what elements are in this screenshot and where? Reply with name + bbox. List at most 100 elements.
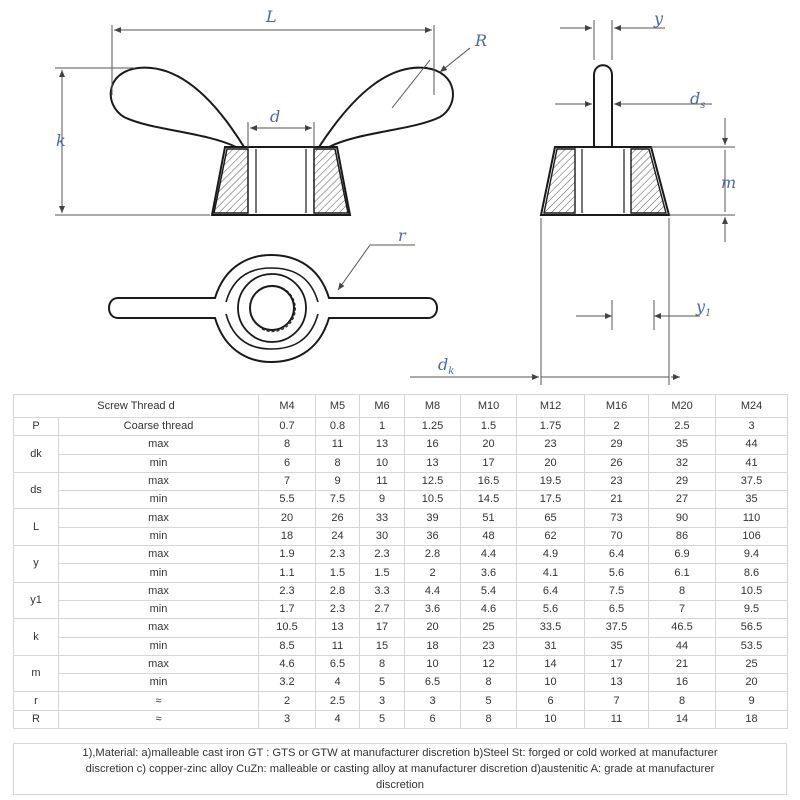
thread-hole [249,285,295,331]
row-qualifier: min [57,599,260,620]
param-name: y1 [13,581,59,620]
table-cell: 6.1 [648,563,717,583]
row-qualifier: Coarse thread [57,416,260,437]
table-cell: 5.4 [460,581,518,601]
top-inner-outline [225,267,319,350]
table-cell: 2.3 [359,545,406,565]
table-cell: 4.1 [516,563,586,583]
table-cell: 8 [460,709,518,730]
table-cell: 8.5 [258,636,317,656]
table-cell: 16 [404,435,462,455]
table-cell: 37.5 [715,471,789,492]
table-cell: 10 [516,709,586,730]
table-cell: 1.5 [460,416,518,437]
table-cell: 18 [715,709,789,730]
row-qualifier: ≈ [57,709,260,730]
param-name: k [13,618,59,656]
table-cell: 12.5 [404,471,462,492]
table-cell: 6 [258,453,317,473]
table-cell: 7 [584,691,650,711]
table-cell: 20 [516,453,586,473]
table-cell: 2 [404,563,462,583]
right-wing [318,66,454,148]
table-cell: 15 [359,636,406,656]
table-cell: 3 [258,709,317,730]
hub-circle [237,273,307,343]
table-cell: 9.4 [715,545,789,565]
dim-label-L: L [265,7,277,26]
table-cell: 8 [460,673,518,693]
table-cell: 1.9 [258,545,317,565]
table-cell: 44 [648,636,717,656]
param-name: y [13,545,59,583]
dim-label-dk: dk [438,355,454,377]
dim-label-ds-sub: s [700,100,705,111]
param-name: ds [13,471,59,510]
material-note: 1),Material: a)malleable cast iron GT : … [13,743,787,795]
top-outline [108,253,438,364]
table-cell: 21 [584,490,650,510]
table-cell: 25 [715,654,789,675]
table-cell: 17 [359,618,406,638]
table-cell: 32 [648,453,717,473]
header-size: M12 [516,394,586,418]
table-cell: 5.5 [258,490,317,510]
table-cell: 10.5 [258,618,317,638]
side-section-hatch [543,148,667,214]
side-wing-profile [593,64,613,147]
table-cell: 5.6 [584,563,650,583]
table-cell: 4.9 [516,545,586,565]
table-cell: 21 [648,654,717,675]
header-size: M24 [715,394,789,418]
table-cell: 23 [584,471,650,492]
table-cell: 11 [359,471,406,492]
table-cell: 19.5 [516,471,586,492]
table-cell: 3 [404,691,462,711]
row-qualifier: min [57,453,260,473]
table-cell: 41 [715,453,789,473]
table-cell: 7 [648,599,717,620]
table-cell: 10.5 [404,490,462,510]
table-cell: 13 [404,453,462,473]
row-qualifier: max [57,581,260,601]
table-cell: 1.75 [516,416,586,437]
top-dimensions [337,244,700,330]
table-cell: 31 [516,636,586,656]
table-cell: 10.5 [715,581,789,601]
table-cell: 8 [315,453,361,473]
table-cell: 90 [648,508,717,528]
table-cell: 8 [359,654,406,675]
note-line: 1),Material: a)malleable cast iron GT : … [82,747,718,759]
table-cell: 4 [315,709,361,730]
table-cell: 1.7 [258,599,317,620]
table-cell: 46.5 [648,618,717,638]
table-cell: 3 [715,416,789,437]
table-cell: 20 [460,435,518,455]
table-cell: 8 [648,581,717,601]
param-name: R [13,709,59,730]
table-cell: 7 [258,471,317,492]
table-cell: 4.6 [258,654,317,675]
header-size: M6 [359,394,406,418]
table-cell: 20 [715,673,789,693]
table-cell: 10 [359,453,406,473]
table-cell: 29 [648,471,717,492]
front-view [109,66,454,216]
table-cell: 6.5 [584,599,650,620]
table-cell: 6.4 [516,581,586,601]
table-cell: 26 [315,508,361,528]
table-cell: 5.6 [516,599,586,620]
table-cell: 9 [359,490,406,510]
table-cell: 2.3 [315,545,361,565]
table-cell: 6 [404,709,462,730]
table-cell: 9 [715,691,789,711]
